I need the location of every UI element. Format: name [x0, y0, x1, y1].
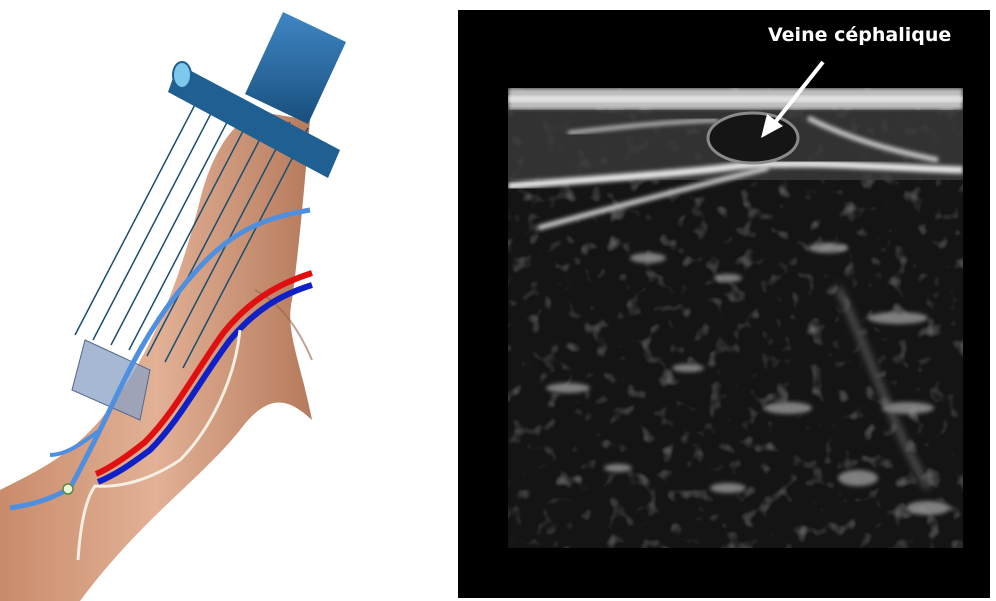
cephalic-vein-lumen	[708, 113, 798, 163]
probe-handle	[245, 12, 346, 124]
ultrasound-panel: Veine céphalique	[458, 10, 990, 598]
ultrasound-image	[508, 88, 963, 548]
arm-probe-illustration	[0, 0, 440, 601]
probe-end-cap	[173, 62, 191, 88]
cephalic-vein-label: Veine céphalique	[768, 24, 951, 46]
arm-shape	[0, 112, 312, 601]
junction-point	[63, 484, 73, 494]
